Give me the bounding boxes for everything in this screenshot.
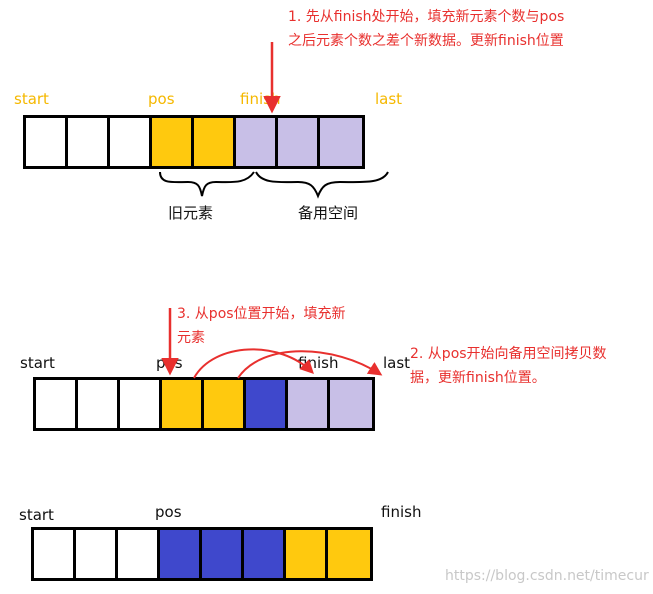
memory-cell-lavender [236,118,278,166]
memory-cell-blue [202,530,244,578]
label-finish-3: finish [381,503,422,521]
label-finish-2: finish [298,354,339,372]
memory-cell-white [118,530,160,578]
memory-cell-lavender [320,118,362,166]
memory-cell-white [120,380,162,428]
watermark: https://blog.csdn.net/timecur [445,568,649,584]
memory-cell-white [36,380,78,428]
brace-label-spare-space: 备用空间 [298,204,359,222]
memory-cell-white [78,380,120,428]
brace-spare-space [255,171,389,199]
memory-cell-white [26,118,68,166]
memory-cell-yellow [286,530,328,578]
label-pos-3: pos [155,503,182,521]
label-pos-2: pos [156,354,183,372]
note-step-1: 1. 先从finish处开始，填充新元素个数与pos之后元素个数之差个新数据。更… [288,9,565,49]
note-step-3: 3. 从pos位置开始，填充新元素 [177,306,346,346]
label-finish-1: finish [240,90,281,108]
note-step-2: 2. 从pos开始向备用空间拷贝数据，更新finish位置。 [410,346,607,386]
memory-cell-white [76,530,118,578]
memory-row-1 [23,115,365,169]
label-pos-1: pos [148,90,175,108]
memory-cell-yellow [152,118,194,166]
memory-row-2 [33,377,375,431]
memory-cell-white [34,530,76,578]
label-last-2: last [383,354,411,372]
label-start-3: start [19,506,54,524]
brace-old-elements [159,171,255,197]
label-last-1: last [375,90,403,108]
memory-cell-white [110,118,152,166]
memory-cell-lavender [278,118,320,166]
label-start-2: start [20,354,55,372]
memory-cell-blue [160,530,202,578]
memory-cell-lavender [330,380,372,428]
brace-label-old-elements: 旧元素 [168,204,214,222]
memory-cell-yellow [204,380,246,428]
label-start-1: start [14,90,49,108]
memory-cell-white [68,118,110,166]
memory-cell-lavender [288,380,330,428]
memory-cell-yellow [328,530,370,578]
memory-cell-yellow [162,380,204,428]
arrow-copy-arc-1 [193,348,314,379]
memory-cell-blue [246,380,288,428]
memory-cell-yellow [194,118,236,166]
memory-cell-blue [244,530,286,578]
memory-row-3 [31,527,373,581]
